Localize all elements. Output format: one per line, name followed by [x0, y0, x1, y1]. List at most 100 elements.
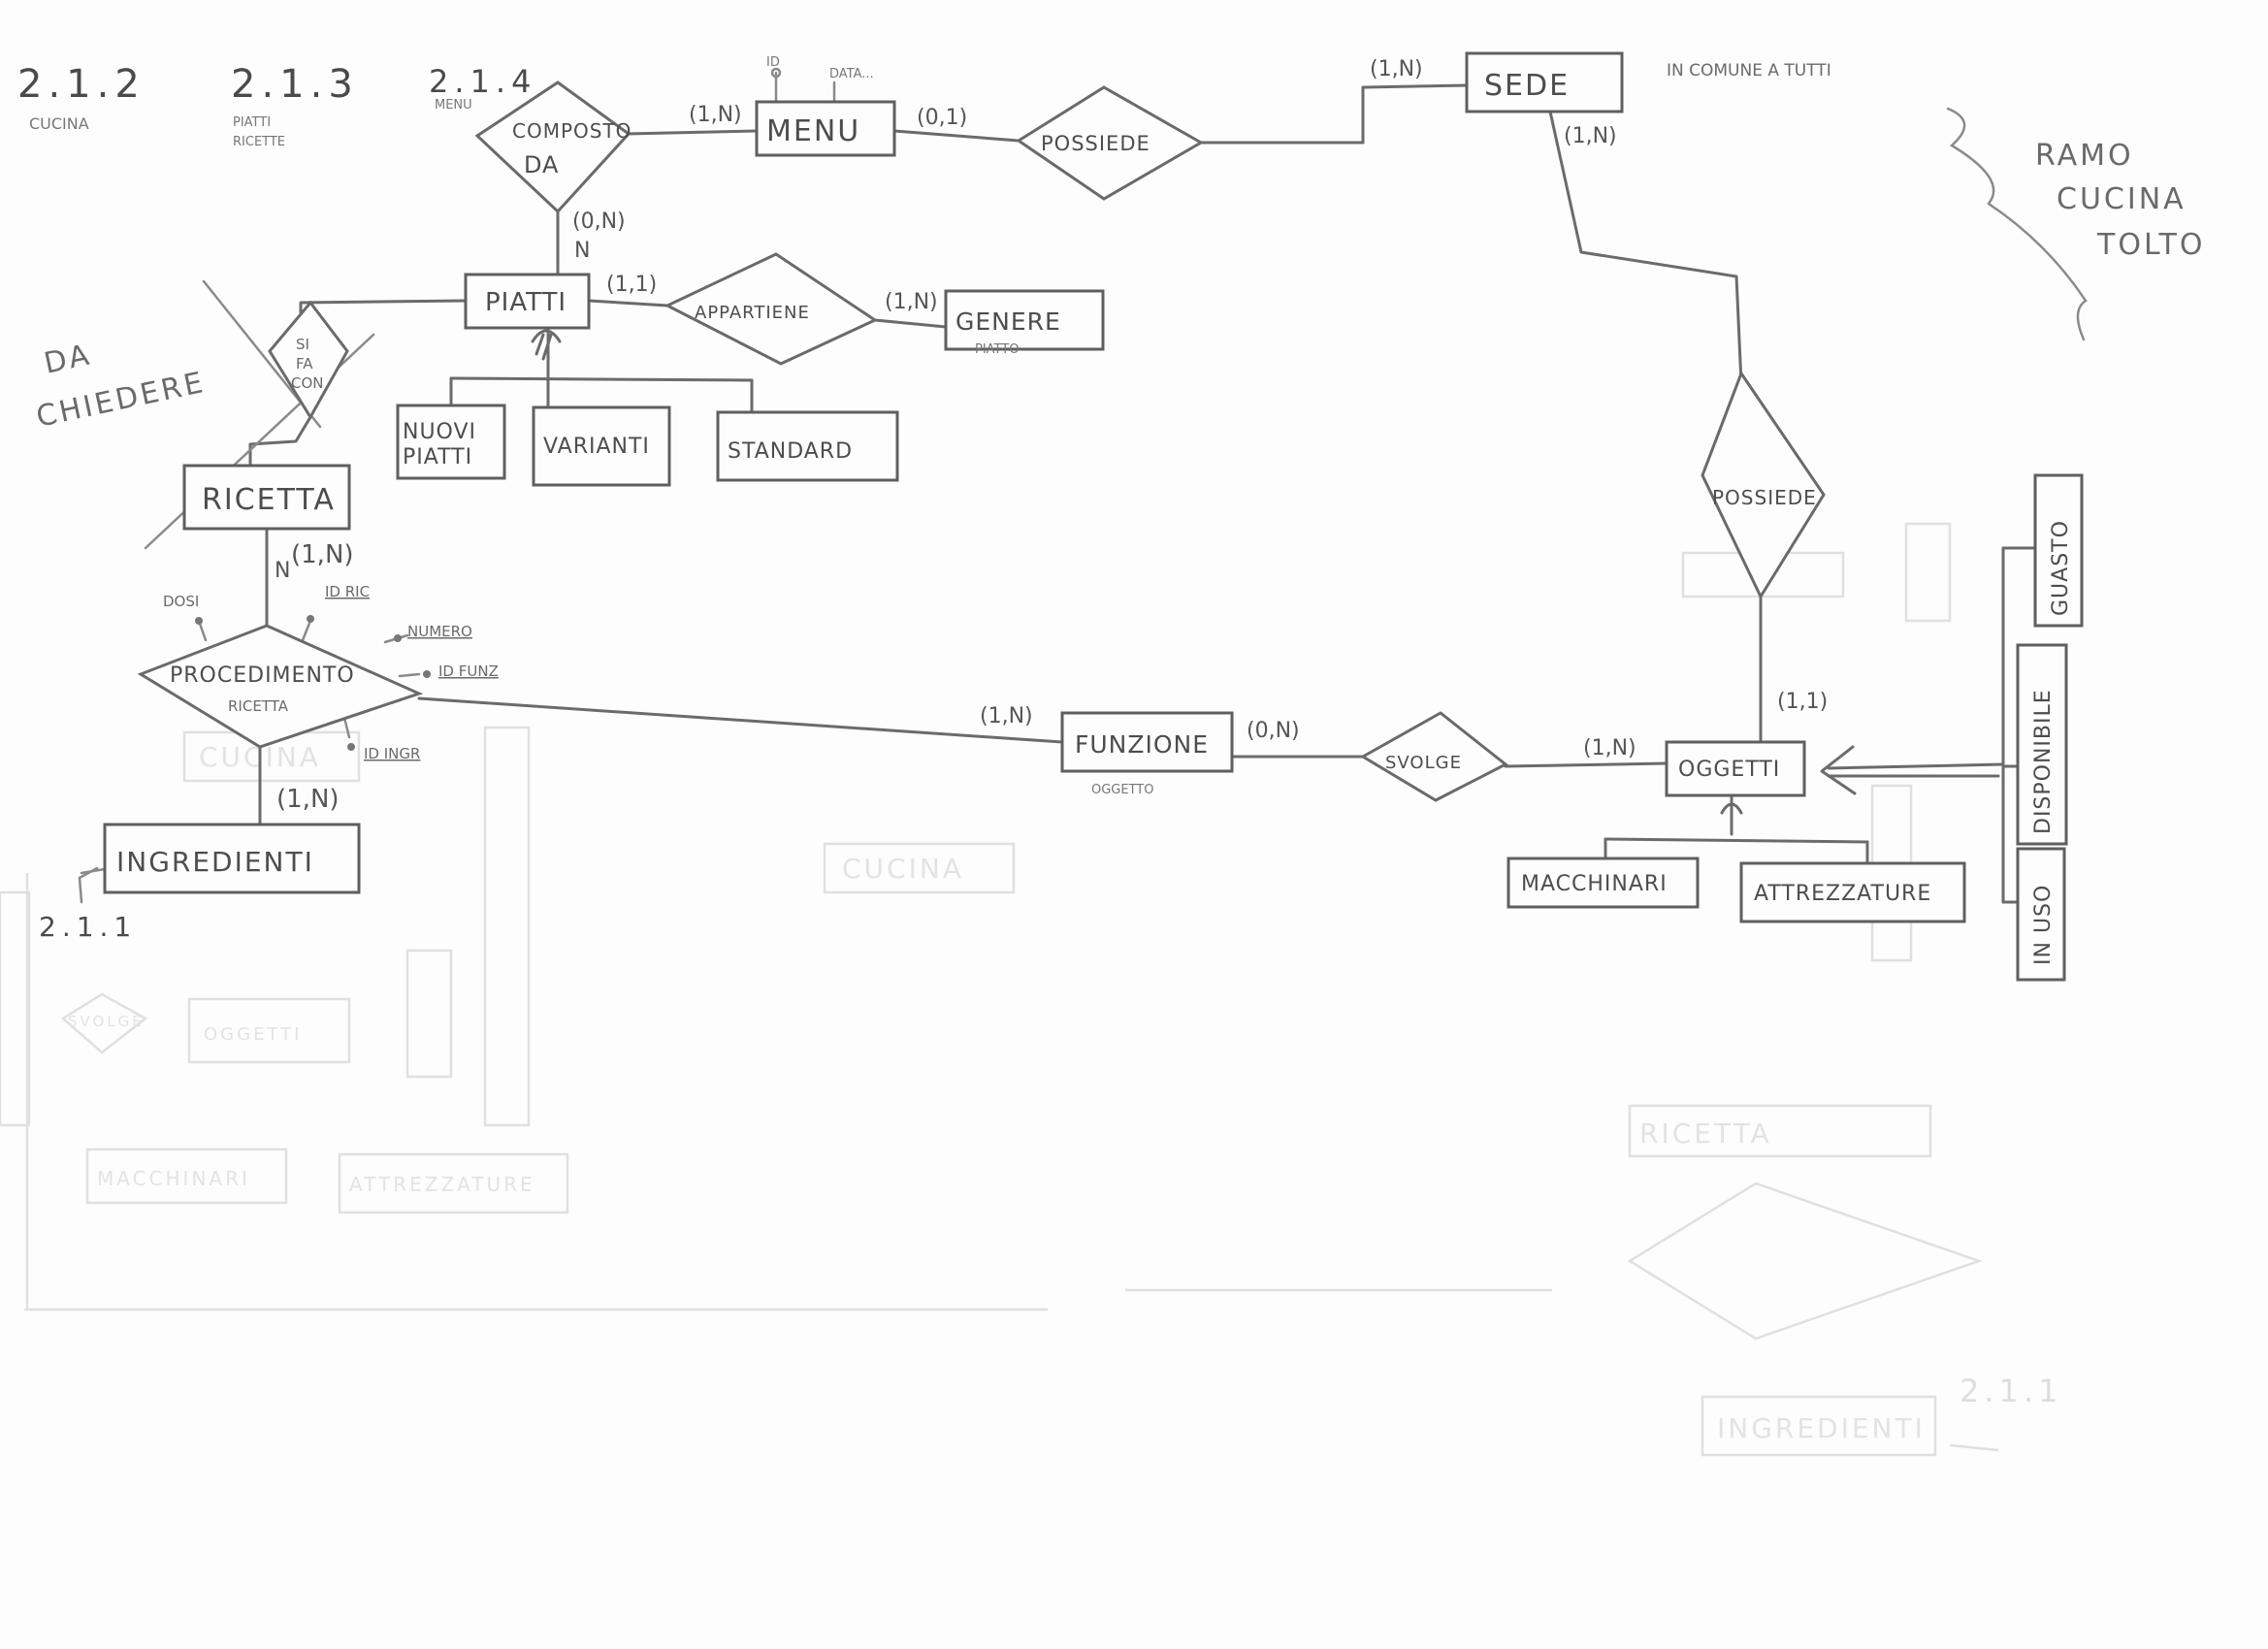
- card-ingr-proc: (1,N): [276, 785, 340, 814]
- note-da-chiedere-1: DA: [41, 338, 94, 380]
- entity-ricetta: RICETTA: [182, 464, 351, 531]
- relation-si-fa-con-label-3: CON: [291, 374, 324, 392]
- card-piatti-appartiene: (1,1): [606, 273, 657, 297]
- entity-macchinari-label: MACCHINARI: [1521, 872, 1668, 896]
- entity-genere-label: GENERE: [956, 307, 1061, 336]
- ghost-layer: CUCINA CUCINA RICETTA INGREDIENTI 2.1.1 …: [0, 522, 2062, 1457]
- entity-attrezzature: ATTREZZATURE: [1739, 861, 1966, 923]
- connections: [78, 71, 2088, 904]
- section-212: 2.1.2: [17, 62, 146, 107]
- entity-guasto-label: GUASTO: [2049, 520, 2073, 616]
- card-piatti-composto: (0,N): [572, 210, 626, 234]
- entity-standard-label: STANDARD: [728, 439, 853, 464]
- attributes: ID DATA... DOSI ID RIC NUMERO ID FUNZ ID…: [163, 55, 874, 762]
- entity-ricetta-label: RICETTA: [202, 483, 336, 517]
- entity-nuovi-piatti: NUOVI PIATTI: [396, 404, 506, 480]
- entity-genere: GENERE PIATTO: [944, 289, 1105, 357]
- entity-sede: SEDE: [1465, 51, 1624, 113]
- relation-si-fa-con: SI FA CON: [268, 300, 349, 420]
- section-213: 2.1.3: [231, 62, 359, 107]
- relation-composto-da-label-2: DA: [524, 151, 559, 178]
- entity-nuovi-piatti-label-2: PIATTI: [403, 445, 472, 469]
- section-214: 2.1.4: [429, 63, 536, 100]
- card-funzione-svolge: (0,N): [1247, 719, 1300, 743]
- ghost-svolge-label: SVOLGE: [68, 1013, 145, 1030]
- card-ricetta-proc: (1,N): [291, 540, 354, 569]
- card-sede-possiede-ogg: (1,N): [1564, 124, 1617, 148]
- entity-in-uso: IN USO: [2016, 847, 2066, 982]
- attr-menu-data: DATA...: [829, 67, 874, 81]
- entity-genere-sub-label: PIATTO: [975, 342, 1019, 357]
- card-menu-possiede: (0,1): [917, 106, 967, 130]
- entity-sede-label: SEDE: [1484, 69, 1570, 103]
- card-genere-appartiene: (1,N): [885, 290, 938, 314]
- ghost-ricetta-label: RICETTA: [1639, 1117, 1772, 1149]
- ghost-oggetti-label: OGGETTI: [204, 1024, 302, 1045]
- entity-attrezzature-label: ATTREZZATURE: [1754, 882, 1931, 906]
- attr-id-ingr: ID INGR: [364, 745, 420, 762]
- relation-svolge-label: SVOLGE: [1385, 753, 1462, 773]
- entity-menu: MENU: [755, 100, 896, 157]
- entity-piatti: PIATTI: [464, 273, 591, 330]
- note-in-comune: IN COMUNE A TUTTI: [1667, 61, 1831, 81]
- cardinalities: (1,N) (0,1) (1,N) (1,N) (0,N) N (1,1) (1…: [275, 57, 1828, 814]
- entity-macchinari: MACCHINARI: [1507, 857, 1700, 909]
- entity-ingredienti-label: INGREDIENTI: [116, 846, 314, 878]
- card-funzione-proc: (1,N): [980, 704, 1033, 728]
- section-213-sub2: RICETTE: [233, 135, 285, 149]
- entity-disponibile-label: DISPONIBILE: [2031, 689, 2056, 834]
- entity-disponibile: DISPONIBILE: [2016, 643, 2068, 846]
- relation-procedimento-label: PROCEDIMENTO: [170, 663, 355, 688]
- relation-svolge: SVOLGE: [1360, 711, 1508, 802]
- section-headers: 2.1.2 CUCINA 2.1.3 PIATTI RICETTE 2.1.4 …: [17, 62, 536, 943]
- ghost-section-label: 2.1.1: [1960, 1373, 2062, 1409]
- ghost-cucina-label: CUCINA: [842, 853, 964, 885]
- card-piatti-composto-n: N: [574, 239, 590, 263]
- relation-possiede-sede-label: POSSIEDE: [1712, 486, 1817, 509]
- section-214-sub: MENU: [435, 98, 472, 113]
- notes: IN COMUNE A TUTTI RAMO CUCINA TOLTO DA C…: [33, 61, 2205, 435]
- relation-appartiene: APPARTIENE: [664, 252, 879, 366]
- relation-composto-da: COMPOSTO DA: [474, 81, 632, 214]
- card-sede-possiede-menu: (1,N): [1370, 57, 1423, 81]
- relation-si-fa-con-label-1: SI: [296, 336, 309, 353]
- card-ricetta-proc-n: N: [275, 559, 290, 583]
- relation-possiede-sede: POSSIEDE: [1701, 370, 1826, 600]
- card-oggetti-possiede: (1,1): [1777, 690, 1828, 714]
- card-oggetti-svolge: (1,N): [1583, 736, 1636, 760]
- ghost-ingredienti-label: INGREDIENTI: [1717, 1412, 1926, 1444]
- relation-possiede-menu: POSSIEDE: [1016, 85, 1205, 201]
- entity-oggetti-label: OGGETTI: [1678, 758, 1780, 782]
- note-ramo-3: TOLTO: [2096, 228, 2205, 262]
- entity-nuovi-piatti-label-1: NUOVI: [403, 420, 476, 444]
- entity-in-uso-label: IN USO: [2031, 885, 2056, 965]
- entity-funzione-label: FUNZIONE: [1075, 730, 1209, 759]
- attr-numero: NUMERO: [407, 623, 472, 640]
- entity-funzione: FUNZIONE OGGETTO: [1060, 711, 1234, 797]
- relation-possiede-menu-label: POSSIEDE: [1041, 132, 1150, 155]
- note-ramo-1: RAMO: [2035, 139, 2134, 173]
- card-menu-composto: (1,N): [689, 103, 742, 127]
- entity-varianti-label: VARIANTI: [543, 435, 650, 459]
- ghost-attrezzature-label: ATTREZZATURE: [349, 1173, 535, 1196]
- entity-menu-label: MENU: [766, 114, 860, 148]
- attr-dosi: DOSI: [163, 593, 199, 610]
- relation-composto-da-label-1: COMPOSTO: [512, 119, 632, 143]
- entity-piatti-label: PIATTI: [485, 288, 567, 317]
- relation-appartiene-label: APPARTIENE: [695, 303, 810, 323]
- attr-id-funz: ID FUNZ: [438, 663, 499, 680]
- entity-varianti: VARIANTI: [532, 405, 671, 487]
- relation-procedimento-sub-label: RICETTA: [228, 697, 289, 715]
- section-212-sub: CUCINA: [29, 114, 89, 133]
- attr-id-ric: ID RIC: [325, 583, 370, 600]
- section-211: 2.1.1: [39, 911, 137, 943]
- entity-guasto: GUASTO: [2033, 473, 2084, 628]
- attr-menu-id: ID: [766, 55, 780, 70]
- entity-funzione-sub-label: OGGETTO: [1091, 783, 1153, 797]
- entity-oggetti: OGGETTI: [1665, 740, 1806, 797]
- relation-procedimento: PROCEDIMENTO RICETTA: [137, 624, 424, 749]
- note-ramo-2: CUCINA: [2057, 182, 2187, 216]
- section-213-sub1: PIATTI: [233, 115, 271, 130]
